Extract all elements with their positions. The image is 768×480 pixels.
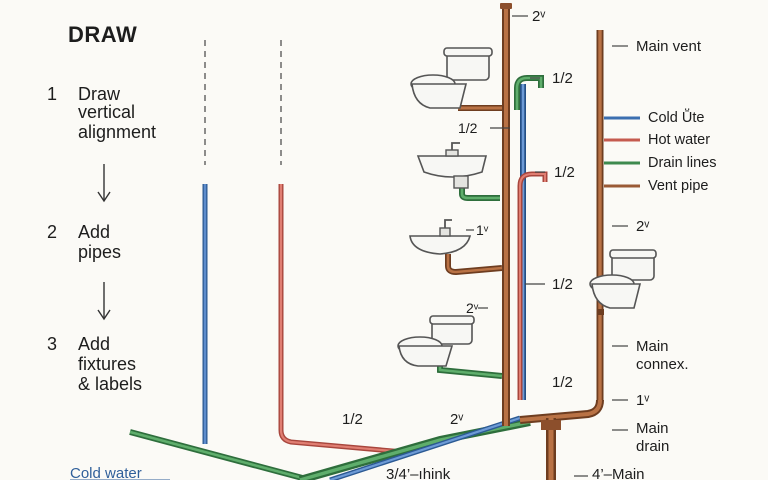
label-leaders <box>466 15 640 477</box>
main-drain-line <box>129 418 531 480</box>
label-cold-water: Cold water <box>70 465 142 480</box>
arrow-down-icon <box>97 282 111 321</box>
label-1v-right: 1ᵛ <box>636 392 649 409</box>
toilet-right <box>589 249 657 315</box>
label-main-vent: Main vent <box>636 38 702 55</box>
label-half-d: 1/2 <box>552 276 573 293</box>
label-main-connex-2: connex. <box>636 356 689 373</box>
cold-main-line <box>329 415 521 480</box>
legend-hot-label: Hot water <box>648 132 710 148</box>
legend-cold-label: Cold Ṻte <box>648 108 704 126</box>
legend-vent-label: Vent pipe <box>648 178 708 194</box>
main-vent-stack <box>500 3 512 426</box>
toilet-top <box>410 47 502 111</box>
step-3-line-2: fixtures <box>78 354 136 374</box>
diagram-title: DRAW <box>68 22 137 47</box>
label-four-main: 4’–Main <box>592 466 645 480</box>
hot-riser-center <box>517 171 548 400</box>
main-drain-down <box>541 418 561 480</box>
label-2v-mid: 2ᵛ <box>466 300 479 316</box>
step-3-number: 3 <box>47 334 57 354</box>
step-3-line-1: Add <box>78 334 110 354</box>
hot-supply-riser <box>278 184 405 455</box>
label-1v: 1ᵛ <box>476 222 489 238</box>
step-2-number: 2 <box>47 222 57 242</box>
label-main-connex-1: Main <box>636 338 669 355</box>
drain-hook-top <box>514 75 544 110</box>
right-vent-stack <box>519 30 604 424</box>
label-top-2v: 2ᵛ <box>532 8 545 25</box>
label-half-bottom: 1/2 <box>342 411 363 428</box>
label-2v-right: 2ᵛ <box>636 218 649 235</box>
step-1-number: 1 <box>47 84 57 104</box>
step-1-line-2: vertical <box>78 102 135 122</box>
arrow-down-icon <box>97 164 111 203</box>
toilet-lower <box>397 315 503 379</box>
step-1-line-3: alignment <box>78 122 156 142</box>
label-2v-bottom: 2ᵛ <box>450 411 463 428</box>
label-half-c: 1/2 <box>554 164 575 181</box>
label-half-a: 1/2 <box>552 70 573 87</box>
label-half-b: 1/2 <box>458 120 478 136</box>
label-main-drain-2: drain <box>636 438 669 455</box>
sink-lower <box>409 219 503 276</box>
label-half-e: 1/2 <box>552 374 573 391</box>
label-three-quarter-sink: 3/4’–ıhink <box>386 466 451 480</box>
step-3-line-3: & labels <box>78 374 142 394</box>
step-2-line-2: pipes <box>78 242 121 262</box>
step-2-line-1: Add <box>78 222 110 242</box>
sink-upper <box>416 142 500 201</box>
legend-drain-label: Drain lines <box>648 155 717 171</box>
label-main-drain-1: Main <box>636 420 669 437</box>
step-1-line-1: Draw <box>78 84 121 104</box>
